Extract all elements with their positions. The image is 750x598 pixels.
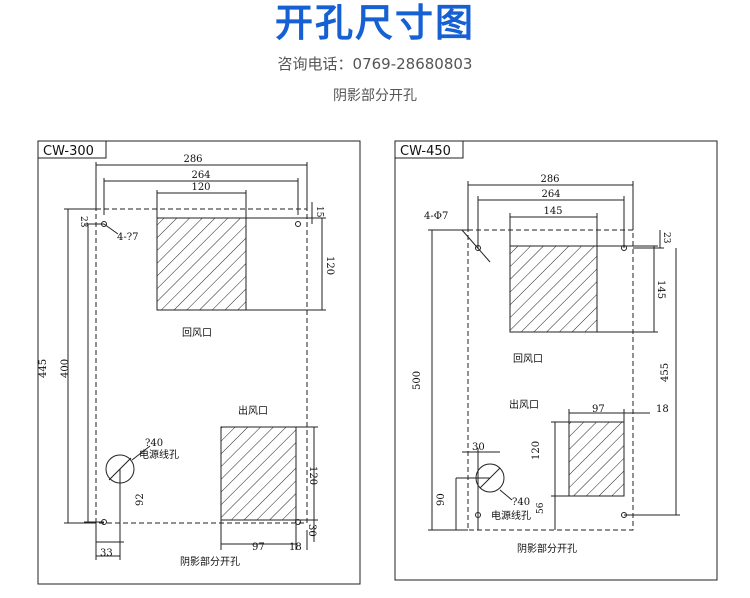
consult-phone: 咨询电话：0769-28680803: [277, 55, 473, 73]
subtitle-caption: 阴影部分开孔: [333, 88, 417, 104]
diagram-cw450: [394, 140, 718, 581]
cw300-power-label: 电源线孔: [139, 448, 179, 461]
cw450-dim-455: 455: [660, 363, 671, 382]
cw450-dim-90: 90: [436, 493, 447, 506]
cw450-outlet-label: 出风口: [509, 398, 539, 411]
cw450-dim-56: 56: [536, 502, 546, 514]
cw450-dim-40: ?40: [512, 497, 530, 508]
cw300-dim-400: 400: [60, 359, 71, 378]
cw300-dim-264: 264: [191, 170, 210, 181]
cw450-power-label: 电源线孔: [491, 509, 531, 522]
cw450-model-label: CW-450: [400, 144, 451, 159]
cw300-hole-tr: [295, 221, 301, 227]
cw300-frame: [37, 140, 361, 585]
cw450-dim-264: 264: [541, 189, 560, 200]
cw450-return-label: 回风口: [513, 353, 543, 365]
cw300-holes-label: 4-?7: [117, 232, 138, 243]
cw450-outline: [467, 229, 634, 531]
cw450-outlet-port: [568, 421, 625, 497]
cw300-model-box: [37, 140, 107, 159]
cw450-dim-23: 23: [661, 232, 671, 244]
cw300-dim-120top: 120: [191, 182, 210, 193]
cw300-dim-120b: 120: [307, 466, 318, 485]
cw300-model-label: CW-300: [43, 144, 94, 159]
cw450-dim-30: 30: [472, 442, 485, 453]
cw450-holes-label: 4-Φ7: [424, 211, 448, 222]
cw300-dim-33: 33: [100, 548, 113, 559]
cw300-dim-97: 97: [252, 542, 265, 553]
cw300-dim-40: ?40: [145, 438, 163, 449]
cw450-frame: [394, 140, 718, 581]
cw450-dim-120: 120: [531, 441, 542, 460]
cw450-dim-145side: 145: [655, 280, 666, 299]
cw300-return-port: [156, 217, 247, 311]
cw300-dim-23: 23: [78, 216, 88, 228]
cw300-dim-120side: 120: [324, 256, 335, 275]
cw300-outline: [95, 208, 308, 524]
cw450-dim-286: 286: [540, 174, 559, 185]
cw450-caption: 阴影部分开孔: [517, 542, 577, 555]
cw450-model-box: [394, 140, 464, 159]
cw300-dim-18: 18: [289, 542, 302, 553]
cw300-dim-15: 15: [314, 206, 324, 218]
cw300-return-label: 回风口: [182, 327, 212, 339]
cw450-dim-18: 18: [656, 404, 669, 415]
cw450-dim-145top: 145: [543, 206, 562, 217]
diagram-cw300: [37, 140, 361, 585]
cw450-return-port: [509, 245, 598, 333]
cw450-dim-500: 500: [412, 371, 423, 390]
cw300-caption: 阴影部分开孔: [180, 555, 240, 568]
cw300-dim-286: 286: [183, 154, 202, 165]
cw450-dim-97: 97: [592, 404, 605, 415]
cw300-outlet-label: 出风口: [238, 404, 268, 417]
cw300-dim-92: 92: [135, 493, 146, 506]
cw300-dim-30: 30: [306, 524, 317, 537]
cw300-outlet-port: [220, 426, 297, 521]
cw300-dim-445: 445: [38, 359, 49, 378]
page-title: 开孔尺寸图: [274, 1, 475, 45]
